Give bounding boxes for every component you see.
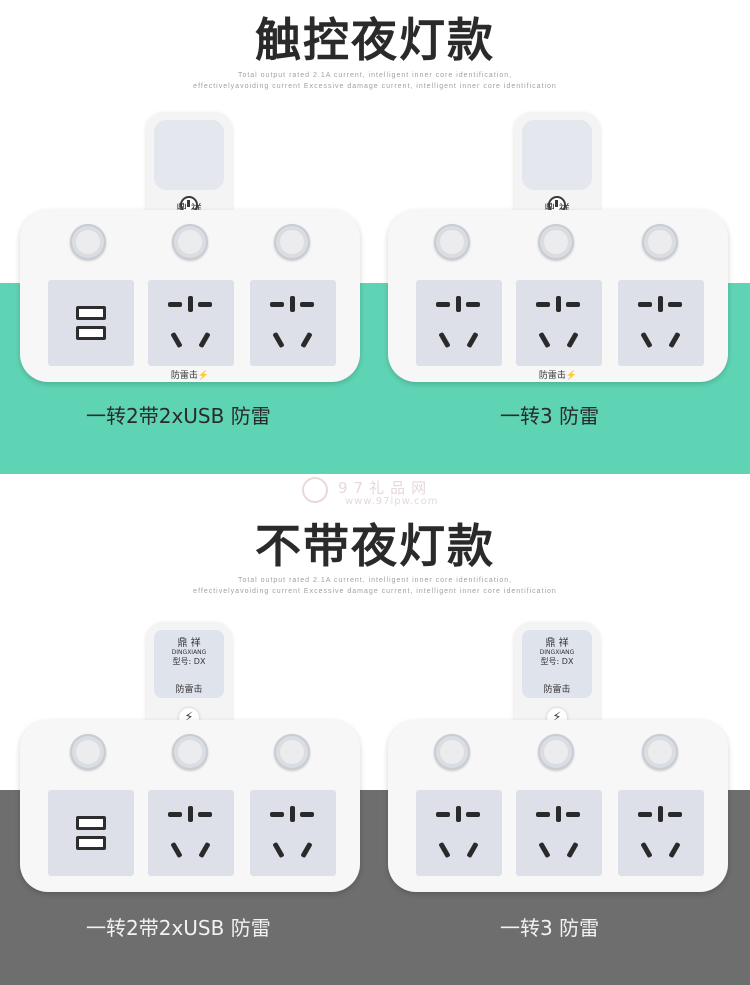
section2-subtitle-line1: Total output rated 2.1A current, intelli… [237,577,513,584]
label-english: DINGXIANG [539,649,575,656]
surge-protect-label: 防雷击⚡ [538,371,578,381]
strip-body: 防雷击⚡ [20,210,360,382]
usb-port-icon [76,326,106,340]
outlet-socket [516,790,602,876]
surge-protect-label: 防雷击 [543,685,571,695]
product-caption: 一转3 防雷 [500,916,600,940]
usb-port-icon [76,836,106,850]
strip-body [388,720,728,892]
usb-panel [48,790,134,876]
switch-button [434,734,470,770]
power-strip-usb: 鼎 祥 DINGXIANG 型号: DX 防雷击 ⚡ [20,622,360,892]
product-caption: 一转2带2xUSB 防雷 [86,404,271,428]
switch-button [642,734,678,770]
section2-subtitle-line2: effectivelyavoiding current Excessive da… [193,588,557,595]
switch-button [538,734,574,770]
section1-title: 触控夜灯款 [255,13,495,67]
label-brand: 鼎 祥 [545,638,569,649]
strip-body [20,720,360,892]
power-strip-three-sockets-night-light: 鼎 祥 防雷击⚡ [388,112,728,382]
section1-subtitle-line1: Total output rated 2.1A current, intelli… [237,72,513,79]
section2-title: 不带夜灯款 [255,519,495,573]
switch-button [172,224,208,260]
watermark-logo [302,477,328,503]
switch-button [434,224,470,260]
outlet-socket [516,280,602,366]
outlet-socket [416,790,502,876]
watermark-text: 97礼品网 [338,479,433,497]
outlet-socket [148,790,234,876]
night-light-window [522,120,592,190]
outlet-socket [618,280,704,366]
switch-button [274,224,310,260]
label-brand: 鼎 祥 [177,638,201,649]
spec-label: 鼎 祥 DINGXIANG 型号: DX [154,630,224,698]
switch-button [70,734,106,770]
usb-panel [48,280,134,366]
outlet-socket [416,280,502,366]
outlet-socket [250,790,336,876]
usb-port-icon [76,816,106,830]
product-caption: 一转2带2xUSB 防雷 [86,916,271,940]
label-model: 型号: DX [172,657,206,666]
label-model: 型号: DX [540,657,574,666]
switch-button [538,224,574,260]
label-english: DINGXIANG [171,649,207,656]
switch-button [70,224,106,260]
outlet-socket [618,790,704,876]
section1-subtitle-line2: effectivelyavoiding current Excessive da… [193,83,557,90]
surge-protect-label: 防雷击⚡ [170,371,210,381]
spec-label: 鼎 祥 DINGXIANG 型号: DX [522,630,592,698]
surge-protect-label: 防雷击 [175,685,203,695]
power-strip-three-sockets: 鼎 祥 DINGXIANG 型号: DX 防雷击 ⚡ [388,622,728,892]
product-caption: 一转3 防雷 [500,404,600,428]
strip-body: 防雷击⚡ [388,210,728,382]
usb-port-icon [76,306,106,320]
outlet-socket [148,280,234,366]
watermark-url: www.97lpw.com [345,496,439,507]
switch-button [274,734,310,770]
power-strip-usb-night-light: 鼎 祥 防雷击⚡ [20,112,360,382]
switch-button [172,734,208,770]
outlet-socket [250,280,336,366]
switch-button [642,224,678,260]
night-light-window [154,120,224,190]
